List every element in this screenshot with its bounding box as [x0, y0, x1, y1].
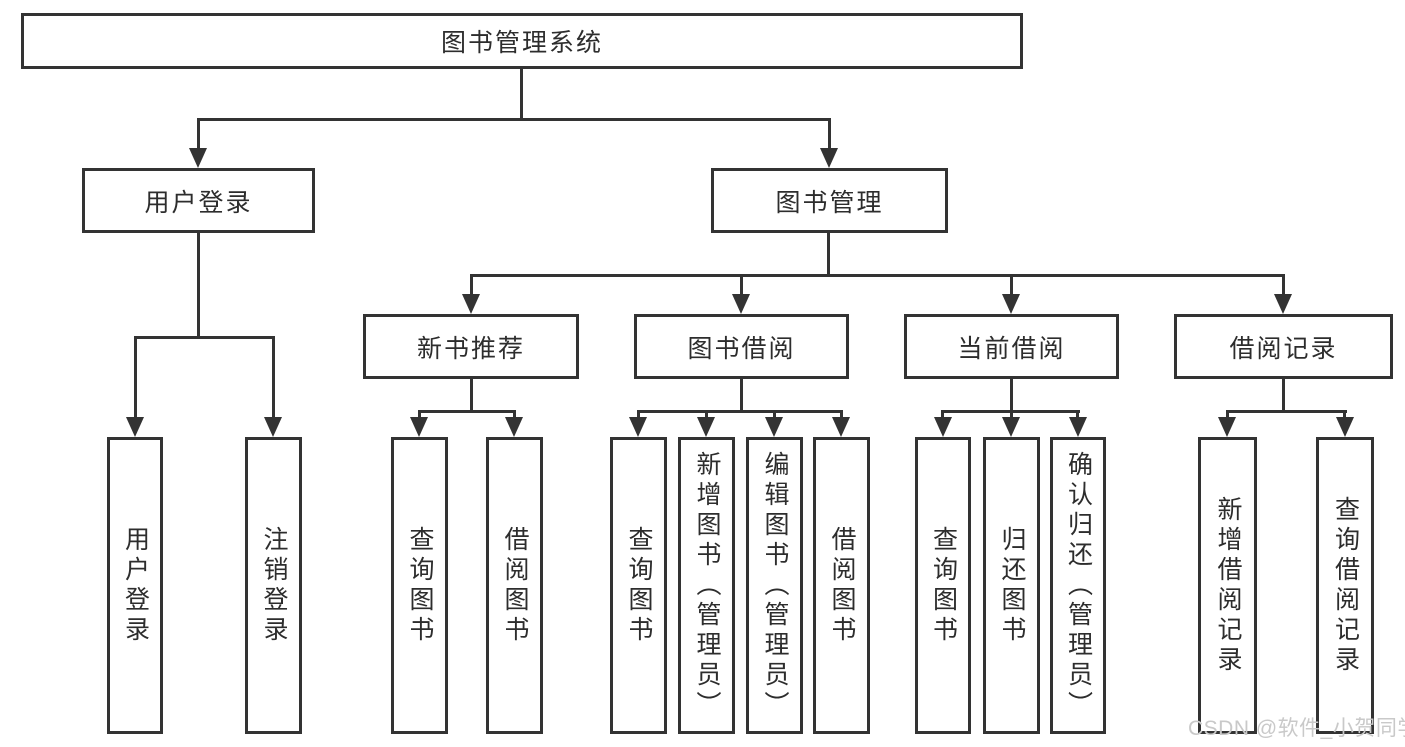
connector-line-vertical — [1343, 410, 1346, 420]
connector-line-vertical — [705, 410, 708, 420]
connector-line-vertical — [827, 233, 830, 277]
arrowhead-down-icon — [1274, 294, 1292, 314]
arrowhead-down-icon — [697, 417, 715, 437]
connector-line-vertical — [1010, 379, 1013, 413]
node-label: 新增图书（管理员） — [693, 450, 721, 721]
connector-line-horizontal — [197, 118, 831, 121]
connector-line-vertical — [470, 274, 473, 298]
connector-line-horizontal — [134, 336, 275, 339]
leaf-edit-books-admin: 编辑图书（管理员） — [746, 437, 803, 734]
connector-line-vertical — [1010, 274, 1013, 298]
leaf-user-login: 用户登录 — [107, 437, 163, 734]
connector-line-vertical — [197, 233, 200, 339]
connector-line-vertical — [197, 118, 200, 150]
arrowhead-down-icon — [462, 294, 480, 314]
node-label: 注销登录 — [260, 525, 288, 646]
connector-line-horizontal — [418, 410, 515, 413]
leaf-logout-login: 注销登录 — [245, 437, 302, 734]
arrowhead-down-icon — [1002, 294, 1020, 314]
connector-line-horizontal — [1226, 410, 1347, 413]
arrowhead-down-icon — [126, 417, 144, 437]
connector-line-vertical — [1226, 410, 1229, 420]
connector-line-vertical — [637, 410, 640, 420]
node-label: 查询图书 — [625, 525, 653, 646]
node-label: 用户登录 — [121, 525, 150, 646]
arrowhead-down-icon — [1069, 417, 1087, 437]
arrowhead-down-icon — [629, 417, 647, 437]
node-current-borrowing: 当前借阅 — [904, 314, 1119, 379]
node-label: 查询图书 — [929, 525, 958, 646]
connector-line-vertical — [1282, 379, 1285, 413]
node-new-book-recommend: 新书推荐 — [363, 314, 579, 379]
node-book-borrowing: 图书借阅 — [634, 314, 849, 379]
node-label: 确认归还（管理员） — [1064, 450, 1093, 721]
node-label: 用户登录 — [144, 188, 253, 217]
arrowhead-down-icon — [264, 417, 282, 437]
node-label: 归还图书 — [998, 525, 1026, 646]
connector-line-vertical — [470, 379, 473, 413]
arrowhead-down-icon — [832, 417, 850, 437]
node-label: 图书管理系统 — [440, 29, 603, 57]
leaf-borrow-books-recommend: 借阅图书 — [486, 437, 543, 734]
arrowhead-down-icon — [820, 148, 838, 168]
connector-line-vertical — [520, 69, 523, 121]
leaf-query-books-current: 查询图书 — [915, 437, 971, 734]
connector-line-vertical — [134, 336, 137, 420]
arrowhead-down-icon — [1002, 417, 1020, 437]
arrowhead-down-icon — [1218, 417, 1236, 437]
node-label: 查询图书 — [406, 525, 434, 646]
arrowhead-down-icon — [765, 417, 783, 437]
leaf-borrow-books-borrowing: 借阅图书 — [813, 437, 870, 734]
connector-line-vertical — [1010, 410, 1013, 420]
connector-line-vertical — [840, 410, 843, 420]
arrowhead-down-icon — [732, 294, 750, 314]
connector-line-vertical — [828, 118, 831, 150]
node-label: 图书借阅 — [687, 334, 796, 363]
node-label: 新增借阅记录 — [1214, 495, 1242, 676]
leaf-confirm-return-admin: 确认归还（管理员） — [1050, 437, 1106, 734]
node-label: 借阅图书 — [828, 525, 856, 646]
node-label: 借阅图书 — [501, 525, 529, 646]
connector-line-vertical — [272, 336, 275, 420]
node-label: 编辑图书（管理员） — [761, 450, 789, 721]
arrowhead-down-icon — [189, 148, 207, 168]
connector-line-vertical — [418, 410, 421, 420]
node-book-management: 图书管理 — [711, 168, 948, 233]
connector-line-vertical — [1282, 274, 1285, 298]
leaf-add-books-admin: 新增图书（管理员） — [678, 437, 735, 734]
node-label: 新书推荐 — [416, 334, 525, 363]
node-label: 当前借阅 — [957, 334, 1066, 363]
node-book-management-system: 图书管理系统 — [21, 13, 1023, 69]
node-user-login: 用户登录 — [82, 168, 315, 233]
leaf-add-borrow-record: 新增借阅记录 — [1198, 437, 1257, 734]
arrowhead-down-icon — [934, 417, 952, 437]
connector-line-vertical — [1076, 410, 1079, 420]
leaf-return-books: 归还图书 — [983, 437, 1040, 734]
connector-line-vertical — [941, 410, 944, 420]
node-label: 查询借阅记录 — [1331, 495, 1360, 676]
node-borrowing-records: 借阅记录 — [1174, 314, 1393, 379]
connector-line-vertical — [740, 274, 743, 298]
arrowhead-down-icon — [505, 417, 523, 437]
arrowhead-down-icon — [410, 417, 428, 437]
leaf-query-books-borrowing: 查询图书 — [610, 437, 667, 734]
connector-line-vertical — [773, 410, 776, 420]
arrowhead-down-icon — [1336, 417, 1354, 437]
watermark: CSDN @软件_小贺同学 — [1188, 717, 1405, 740]
connector-line-horizontal — [637, 410, 843, 413]
node-label: 借阅记录 — [1229, 334, 1338, 363]
connector-line-vertical — [740, 379, 743, 413]
node-label: 图书管理 — [775, 188, 884, 217]
leaf-query-books-recommend: 查询图书 — [391, 437, 448, 734]
connector-line-horizontal — [470, 274, 1284, 277]
leaf-query-borrow-record: 查询借阅记录 — [1316, 437, 1374, 734]
connector-line-vertical — [513, 410, 516, 420]
